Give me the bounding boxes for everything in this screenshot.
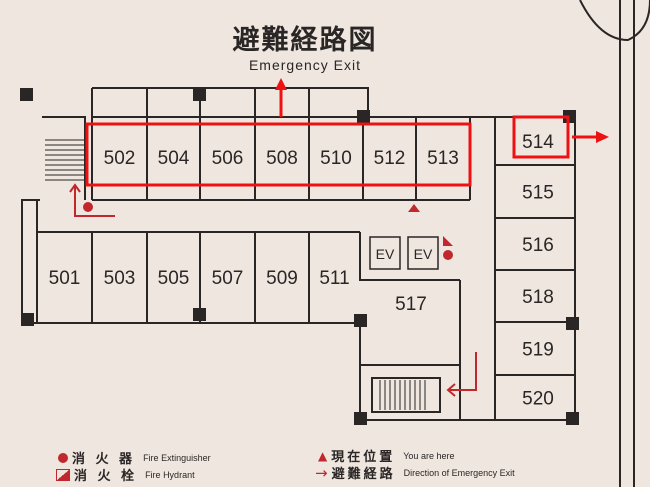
exit-arrow-right-head <box>596 131 609 143</box>
room-507: 507 <box>212 268 244 289</box>
exit-arrow-up-head <box>275 78 287 90</box>
stairs-icon <box>45 139 426 410</box>
red-arrow-icon: → <box>315 463 328 482</box>
room-520: 520 <box>522 389 554 410</box>
you-are-here-icon <box>408 204 420 212</box>
exit-route-arrow-icon <box>69 183 115 217</box>
room-510: 510 <box>320 148 352 169</box>
highlight-box-top-rooms <box>85 122 472 187</box>
room-513: 513 <box>427 148 459 169</box>
pillar <box>566 412 579 425</box>
room-515: 515 <box>522 183 554 204</box>
room-514: 514 <box>522 132 554 153</box>
legend-jp: 避難経路 <box>331 467 396 482</box>
exit-route-arrow-icon <box>446 352 477 397</box>
pillar <box>354 412 367 425</box>
legend-fire-hydrant: 消 火 栓 Fire Hydrant <box>56 465 195 484</box>
room-506: 506 <box>212 148 244 169</box>
legend-you-are-here: ▲ 現在位置 You are here <box>318 446 455 466</box>
room-517: 517 <box>395 294 427 315</box>
fire-extinguisher-icon <box>443 250 453 260</box>
room-502: 502 <box>104 148 136 169</box>
legend-en: Direction of Emergency Exit <box>403 467 515 478</box>
ornament-icon <box>579 0 650 487</box>
room-511: 511 <box>319 268 349 289</box>
pillar <box>20 88 33 101</box>
walls <box>21 87 576 421</box>
fire-hydrant-icon <box>443 236 453 246</box>
legend-en: You are here <box>403 450 455 461</box>
room-509: 509 <box>266 268 298 289</box>
fire-hydrant-icon <box>56 468 70 481</box>
room-519: 519 <box>522 340 554 361</box>
legend-fire-extinguisher: 消 火 器 Fire Extinguisher <box>58 448 211 467</box>
legend-jp: 現在位置 <box>331 450 396 465</box>
pillar <box>21 313 34 326</box>
room-505: 505 <box>158 268 190 289</box>
legend-jp: 消 火 器 <box>72 452 136 467</box>
pillar <box>193 308 206 321</box>
fire-extinguisher-icon <box>83 202 93 212</box>
elevator-label: EV <box>414 246 433 262</box>
elevator <box>407 236 439 270</box>
elevator-label: EV <box>376 246 395 262</box>
pillar <box>193 88 206 101</box>
map-title: 避難経路図 <box>232 25 378 56</box>
legend-en: Fire Extinguisher <box>143 452 211 463</box>
room-518: 518 <box>522 287 554 308</box>
room-516: 516 <box>522 235 554 256</box>
room-508: 508 <box>266 148 298 169</box>
room-504: 504 <box>158 148 190 169</box>
pillar <box>354 314 367 327</box>
red-triangle-icon: ▲ <box>318 448 328 463</box>
legend-jp: 消 火 栓 <box>74 469 138 484</box>
elevator <box>369 236 401 270</box>
room-512: 512 <box>374 148 406 169</box>
legend-exit-direction: → 避難経路 Direction of Emergency Exit <box>315 463 515 483</box>
legend-en: Fire Hydrant <box>145 469 195 480</box>
room-501: 501 <box>49 268 81 289</box>
room-503: 503 <box>104 268 136 289</box>
pillars <box>20 88 579 425</box>
map-subtitle: Emergency Exit <box>248 57 362 73</box>
highlight-box-514 <box>512 115 570 159</box>
pillar <box>357 110 370 123</box>
pillar <box>566 317 579 330</box>
red-circle-icon <box>58 452 68 463</box>
